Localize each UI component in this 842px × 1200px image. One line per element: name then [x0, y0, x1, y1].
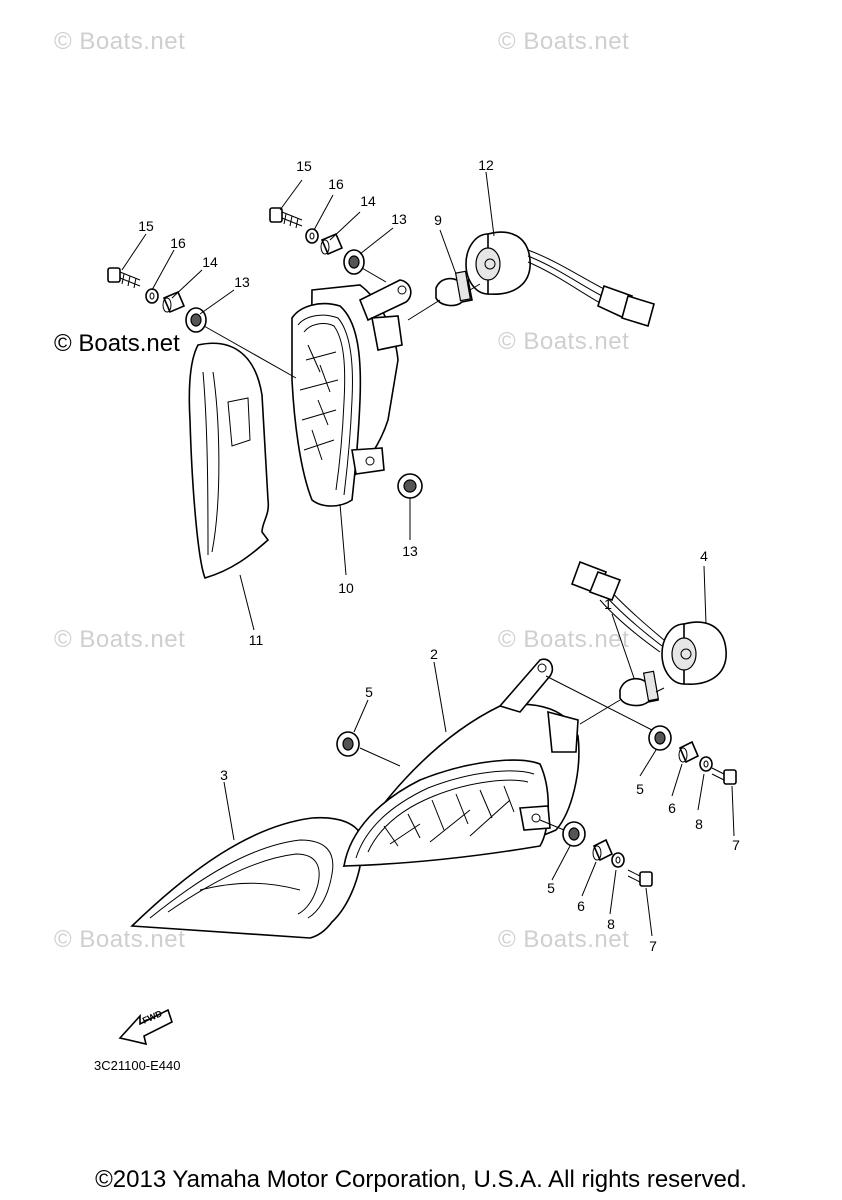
callout-14: 14 [360, 193, 376, 209]
callout-11: 11 [248, 632, 264, 648]
diagram-part-code: 3C21100-E440 [94, 1058, 181, 1073]
watermark: © Boats.net [498, 926, 630, 953]
part-2-light-housing[interactable] [342, 658, 580, 867]
part-15-bolt-right[interactable] [269, 207, 303, 229]
callout-15: 15 [296, 158, 312, 174]
part-11-lens-cover[interactable] [188, 342, 270, 579]
part-13-grommet-lower[interactable] [397, 473, 423, 499]
part-12-socket-harness[interactable] [465, 231, 655, 328]
callout-6: 6 [577, 898, 585, 914]
callout-1: 1 [604, 596, 612, 612]
watermark: © Boats.net [498, 328, 630, 355]
callout-15: 15 [138, 218, 154, 234]
watermark: © Boats.net [54, 926, 186, 953]
callout-5: 5 [547, 880, 555, 896]
part-1-bulb[interactable] [619, 670, 660, 707]
callout-12: 12 [478, 157, 494, 173]
fwd-arrow-icon [118, 1008, 173, 1046]
part-8-washer-right-upper[interactable] [699, 756, 713, 772]
callout-10: 10 [338, 580, 354, 596]
callout-7: 7 [732, 837, 740, 853]
callout-2: 2 [430, 646, 438, 662]
callout-5: 5 [636, 781, 644, 797]
watermark: © Boats.net [54, 28, 186, 55]
part-14-collar-right[interactable] [320, 232, 344, 256]
callout-9: 9 [434, 212, 442, 228]
callout-13: 13 [391, 211, 407, 227]
part-3-lens-cover[interactable] [130, 816, 363, 939]
part-5-grommet-right-upper[interactable] [648, 725, 672, 751]
callout-3: 3 [220, 767, 228, 783]
callout-5: 5 [365, 684, 373, 700]
part-7-bolt-right-upper[interactable] [711, 767, 737, 785]
callout-7: 7 [649, 938, 657, 954]
callout-13: 13 [402, 543, 418, 559]
part-14-collar-left[interactable] [162, 290, 186, 314]
watermark: © Boats.net [498, 626, 630, 653]
part-10-light-housing[interactable] [291, 279, 412, 507]
part-15-bolt-left[interactable] [107, 267, 141, 289]
callout-13: 13 [234, 274, 250, 290]
part-4-socket-harness[interactable] [570, 560, 727, 685]
callout-8: 8 [695, 816, 703, 832]
part-6-collar-lower[interactable] [592, 838, 614, 862]
callout-6: 6 [668, 800, 676, 816]
part-7-bolt-lower[interactable] [627, 869, 653, 887]
callout-14: 14 [202, 254, 218, 270]
part-13-grommet-right[interactable] [343, 249, 365, 275]
part-6-collar-right-upper[interactable] [678, 740, 700, 764]
part-16-washer-left[interactable] [145, 288, 159, 304]
watermark: © Boats.net [498, 28, 630, 55]
part-9-bulb[interactable] [435, 270, 473, 307]
callout-16: 16 [328, 176, 344, 192]
part-5-grommet-lower[interactable] [562, 821, 586, 847]
part-16-washer-right[interactable] [305, 228, 319, 244]
copyright-notice: ©2013 Yamaha Motor Corporation, U.S.A. A… [95, 1166, 747, 1193]
callout-8: 8 [607, 916, 615, 932]
part-5-grommet-left[interactable] [336, 731, 360, 757]
part-8-washer-lower[interactable] [611, 852, 625, 868]
callout-4: 4 [700, 548, 708, 564]
callout-16: 16 [170, 235, 186, 251]
part-13-grommet-left[interactable] [185, 307, 207, 333]
watermark: © Boats.net [54, 626, 186, 653]
watermark-dark: © Boats.net [54, 330, 180, 357]
